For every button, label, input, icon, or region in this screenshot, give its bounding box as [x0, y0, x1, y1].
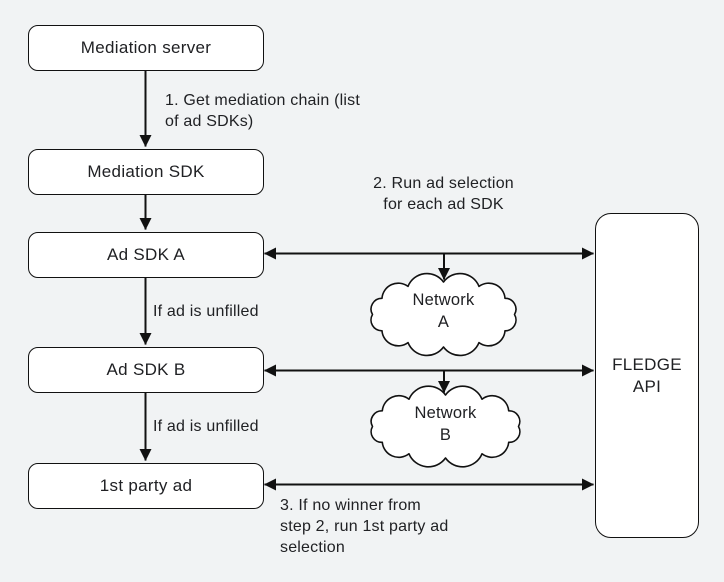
- step1-annotation: 1. Get mediation chain (list of ad SDKs): [165, 92, 361, 130]
- network-a-label: Network A: [412, 291, 475, 331]
- node-mediation-server: Mediation server: [28, 25, 264, 71]
- node-ad-sdk-a: Ad SDK A: [28, 232, 264, 278]
- node-mediation-sdk: Mediation SDK: [28, 149, 264, 195]
- network-b-label: Network B: [414, 404, 477, 444]
- if-unfilled-label-1: If ad is unfilled: [153, 303, 259, 320]
- network-b-cloud: [370, 385, 521, 468]
- network-a-cloud: [370, 272, 517, 357]
- step3-annotation: 3. If no winner from step 2, run 1st par…: [280, 497, 449, 556]
- if-unfilled-label-2: If ad is unfilled: [153, 418, 259, 435]
- node-ad-sdk-b: Ad SDK B: [28, 347, 264, 393]
- node-first-party-ad: 1st party ad: [28, 463, 264, 509]
- step2-annotation: 2. Run ad selection for each ad SDK: [373, 175, 514, 213]
- node-fledge-api: FLEDGE API: [595, 213, 699, 538]
